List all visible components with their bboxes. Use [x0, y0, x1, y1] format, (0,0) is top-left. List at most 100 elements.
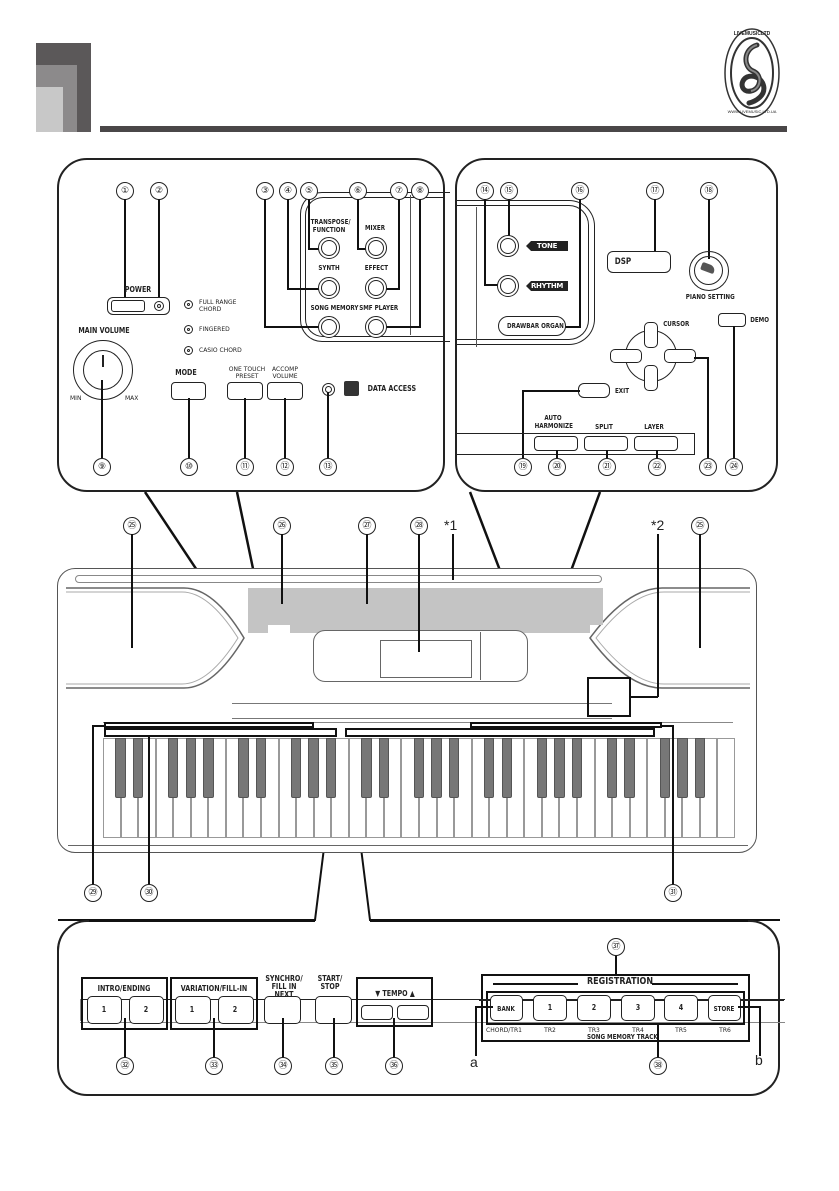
panel-divider: [410, 195, 411, 335]
layer-button[interactable]: [634, 436, 678, 451]
auto-harmonize-button[interactable]: [534, 436, 578, 451]
leader-36: [393, 1018, 395, 1058]
black-key[interactable]: [238, 738, 249, 798]
black-key[interactable]: [448, 738, 460, 798]
registration-buttons-box: [486, 991, 745, 1025]
leader-16h: [563, 326, 581, 328]
callout-30: ㉚: [140, 884, 158, 902]
split-label: SPLIT: [595, 423, 613, 431]
cursor-up-button[interactable]: [644, 322, 658, 348]
black-key[interactable]: [167, 738, 179, 798]
leader-30: [148, 735, 150, 885]
tempo-up-button[interactable]: [397, 1005, 429, 1020]
black-key[interactable]: [501, 738, 513, 798]
leader-21: [606, 450, 608, 458]
black-key[interactable]: [536, 738, 548, 798]
exit-button[interactable]: [578, 383, 610, 398]
black-key[interactable]: [361, 738, 372, 798]
tone-button[interactable]: [497, 235, 519, 257]
cursor-left-button[interactable]: [610, 349, 642, 363]
header-square-light: [36, 87, 63, 132]
callout-33: ㉝: [205, 1057, 223, 1075]
black-key[interactable]: [132, 738, 144, 798]
cursor-right-button[interactable]: [664, 349, 696, 363]
store-button[interactable]: STORE: [708, 995, 741, 1021]
black-key[interactable]: [325, 738, 337, 798]
smf-player-button[interactable]: [365, 316, 387, 338]
registration-label: REGISTRATION: [587, 976, 654, 987]
function-button-group: [300, 192, 450, 342]
black-key[interactable]: [554, 738, 565, 798]
split-button[interactable]: [584, 436, 628, 451]
bank-button[interactable]: BANK: [490, 995, 523, 1021]
cursor-down-button[interactable]: [644, 365, 658, 391]
leader-a: [475, 1006, 477, 1056]
white-key[interactable]: [717, 738, 735, 838]
black-key[interactable]: [378, 738, 390, 798]
registration-2-button[interactable]: 2: [577, 995, 611, 1021]
black-key[interactable]: [483, 738, 495, 798]
black-key[interactable]: [413, 738, 425, 798]
main-volume-knob[interactable]: [73, 340, 133, 400]
intro-ending-2-button[interactable]: 2: [129, 996, 164, 1024]
effect-button[interactable]: [365, 277, 387, 299]
black-key[interactable]: [606, 738, 618, 798]
leader-16: [579, 199, 581, 327]
callout-27: ㉗: [358, 517, 376, 535]
rhythm-button[interactable]: [497, 275, 519, 297]
leader-12: [284, 398, 286, 458]
power-button[interactable]: [111, 300, 145, 312]
black-key[interactable]: [185, 738, 197, 798]
demo-button[interactable]: [718, 313, 746, 327]
callout-29: ㉙: [84, 884, 102, 902]
registration-3-button[interactable]: 3: [621, 995, 655, 1021]
mixer-label: MIXER: [364, 224, 386, 232]
callout-32: ㉜: [116, 1057, 134, 1075]
callout-5: ⑤: [300, 182, 318, 200]
black-key[interactable]: [677, 738, 688, 798]
callout-18: ⑱: [700, 182, 718, 200]
black-key[interactable]: [308, 738, 319, 798]
tone-group-box-30b: [345, 728, 655, 737]
black-key[interactable]: [694, 738, 706, 798]
black-key[interactable]: [203, 738, 214, 798]
song-list-panel-tab: [248, 625, 268, 633]
livemusic-logo: LIVEMUSICLTD WWW.LIVEMUSIC.LTD.UA: [723, 27, 781, 119]
black-key[interactable]: [659, 738, 671, 798]
song-memory-button[interactable]: [318, 316, 340, 338]
registration-4-button[interactable]: 4: [664, 995, 698, 1021]
callout-9: ⑨: [93, 458, 111, 476]
leader-18: [708, 199, 710, 259]
callout-25-right: ㉕: [691, 517, 709, 535]
leader-32: [124, 1018, 126, 1058]
leader-33: [213, 1018, 215, 1058]
dsp-button[interactable]: DSP: [607, 251, 671, 273]
intro-ending-1-button[interactable]: 1: [87, 996, 122, 1024]
track-label-3: TR3: [588, 1027, 600, 1034]
black-key[interactable]: [624, 738, 635, 798]
knob-indicator: [102, 355, 104, 367]
transpose-function-button[interactable]: [318, 237, 340, 259]
black-key[interactable]: [290, 738, 302, 798]
mini-display-panel: [313, 630, 528, 682]
mode-label: MODE: [175, 368, 197, 377]
exit-label: EXIT: [614, 387, 630, 395]
piano-setting-button[interactable]: [689, 251, 729, 291]
smf-player-label: SMF PLAYER: [359, 304, 399, 312]
full-range-chord-led: [184, 300, 193, 309]
mixer-button[interactable]: [365, 237, 387, 259]
black-key[interactable]: [431, 738, 442, 798]
black-key[interactable]: [115, 738, 126, 798]
tempo-down-button[interactable]: [361, 1005, 393, 1020]
registration-1-button[interactable]: 1: [533, 995, 567, 1021]
black-key[interactable]: [255, 738, 267, 798]
btn-label: 1: [547, 1003, 553, 1012]
black-key[interactable]: [571, 738, 583, 798]
leader-24: [733, 326, 735, 458]
variation-fill-in-2-button[interactable]: 2: [218, 996, 254, 1024]
data-access-label: DATA ACCESS: [367, 384, 417, 393]
casio-chord-label: CASIO CHORD: [199, 347, 242, 354]
synth-button[interactable]: [318, 277, 340, 299]
drawbar-organ-button[interactable]: DRAWBAR ORGAN: [498, 316, 566, 336]
variation-fill-in-1-button[interactable]: 1: [175, 996, 211, 1024]
